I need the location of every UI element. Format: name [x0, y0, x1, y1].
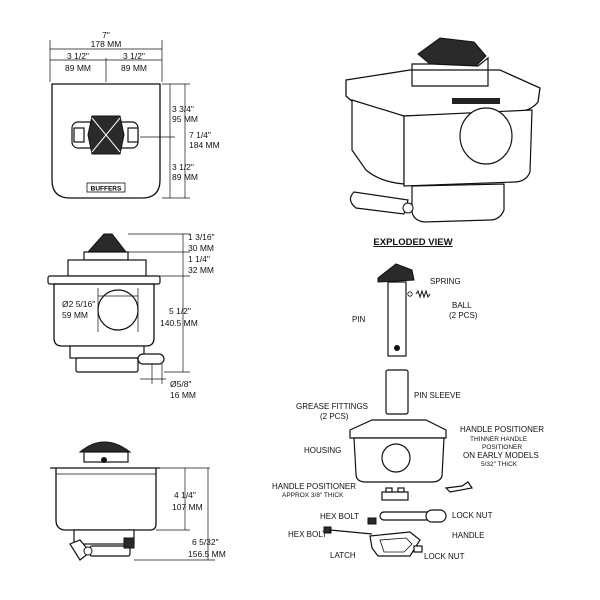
iso-hole — [459, 107, 513, 165]
exploded-title: EXPLODED VIEW — [373, 237, 452, 248]
hole-dia-in-label: Ø2 5/16" — [62, 299, 95, 309]
side-bolt — [123, 537, 135, 549]
iso-handle — [349, 191, 409, 215]
iso-body-left — [351, 99, 405, 185]
body-in-label: 4 1/4" — [174, 490, 196, 500]
hp-part — [381, 491, 409, 501]
hp-thin-label-3: POSITIONER — [482, 444, 522, 451]
exploded-housing-top — [349, 419, 447, 439]
ball-qty-label: (2 PCS) — [449, 311, 478, 320]
iso-brand-strip — [452, 98, 500, 104]
latch-label: LATCH — [330, 551, 356, 560]
body-mm-label: 107 MM — [172, 502, 203, 512]
flange-in-label: 1 1/4" — [188, 254, 210, 264]
hp-thin-label-1: HANDLE POSITIONER — [460, 425, 544, 434]
cap-mm-label: 30 MM — [188, 243, 214, 253]
isometric-view — [345, 37, 541, 223]
housing-label: HOUSING — [304, 446, 341, 455]
ball-label: BALL — [452, 301, 472, 310]
front-latch-top — [69, 345, 145, 359]
handle-label: HANDLE — [452, 531, 484, 540]
front-housing — [53, 283, 155, 347]
front-latch — [75, 357, 139, 373]
side-housing — [55, 468, 157, 531]
width-in-label: 7" — [102, 30, 110, 40]
pin-head — [377, 263, 415, 283]
pin-shaft — [387, 281, 407, 357]
half-left-in-label: 3 1/2" — [67, 51, 89, 61]
hex-bolt-a — [367, 517, 377, 525]
front-view: Ø2 5/16" 59 MM 1 3/16" 30 MM 1 1/4" 32 M… — [47, 232, 215, 400]
brand-plate — [86, 182, 126, 193]
total-mm-label: 184 MM — [189, 140, 220, 150]
ball — [407, 291, 413, 297]
lower-mm-label: 89 MM — [172, 172, 198, 182]
pin-label: PIN — [352, 315, 366, 324]
overall-in-label: 6 5/32" — [192, 537, 219, 547]
hp-label-1: HANDLE POSITIONER — [272, 482, 356, 491]
front-pin — [137, 353, 165, 365]
half-left-mm-label: 89 MM — [65, 63, 91, 73]
top-plate — [51, 83, 161, 199]
handle-right-tab — [127, 127, 139, 143]
lock-nut-b-label: LOCK NUT — [424, 552, 465, 561]
spring-label: SPRING — [430, 277, 461, 286]
handle-left-tab — [73, 127, 85, 143]
grease-qty-label: (2 PCS) — [320, 412, 349, 421]
height-in-label: 5 1/2" — [169, 306, 191, 316]
pin-dia-mm-label: 16 MM — [170, 390, 196, 400]
front-flange — [47, 275, 161, 285]
side-view: 4 1/4" 107 MM 6 5/32" 156.5 MM — [50, 441, 226, 561]
front-upper-block — [67, 259, 147, 277]
upper-mm-label: 95 MM — [172, 114, 198, 124]
hex-bolt-a-label: HEX BOLT — [320, 512, 359, 521]
iso-latch — [411, 183, 505, 223]
lock-nut-b — [413, 545, 423, 553]
hp-thin-label-5: 5/32" THICK — [481, 461, 518, 468]
lock-nut-a-label: LOCK NUT — [452, 511, 493, 520]
iso-cap — [417, 37, 487, 67]
top-view: 7" 178 MM 3 1/2" 89 MM 3 1/2" 89 MM BUFF… — [49, 30, 220, 199]
total-in-label: 7 1/4" — [189, 130, 211, 140]
height-mm-label: 140.5 MM — [160, 318, 198, 328]
lower-in-label: 3 1/2" — [172, 162, 194, 172]
side-cap — [78, 441, 132, 453]
pin-dia-in-label: Ø5/8" — [170, 379, 191, 389]
grease-label: GREASE FITTINGS — [296, 402, 368, 411]
hex-bolt-b — [329, 529, 373, 535]
hole-dia-mm-label: 59 MM — [62, 310, 88, 320]
hp-thin-label-2: THINNER HANDLE — [470, 436, 528, 443]
pin-sleeve — [385, 369, 409, 415]
width-mm-label: 178 MM — [91, 39, 122, 49]
half-right-mm-label: 89 MM — [121, 63, 147, 73]
cap-in-label: 1 3/16" — [188, 232, 215, 242]
side-latch — [73, 529, 135, 545]
pin-sleeve-label: PIN SLEEVE — [414, 391, 461, 400]
exploded-housing-hole — [381, 443, 411, 473]
brand-text: BUFFERS — [91, 186, 122, 193]
upper-in-label: 3 3/4" — [172, 104, 194, 114]
overall-mm-label: 156.5 MM — [188, 549, 226, 559]
iso-cap-base — [411, 56, 489, 87]
spring — [415, 289, 431, 299]
front-cap — [86, 233, 128, 253]
front-cap-base — [83, 251, 129, 261]
hp-thin-part — [444, 481, 474, 493]
flange-mm-label: 32 MM — [188, 265, 214, 275]
hp-thin-label-4: ON EARLY MODELS — [463, 451, 539, 460]
hex-bolt-b-label: HEX BOLT — [288, 530, 327, 539]
exploded-view: EXPLODED VIEW PIN SPRING BALL (2 PCS) PI… — [272, 237, 544, 561]
half-right-in-label: 3 1/2" — [123, 51, 145, 61]
hp-label-2: APPROX 3/8" THICK — [282, 492, 344, 499]
